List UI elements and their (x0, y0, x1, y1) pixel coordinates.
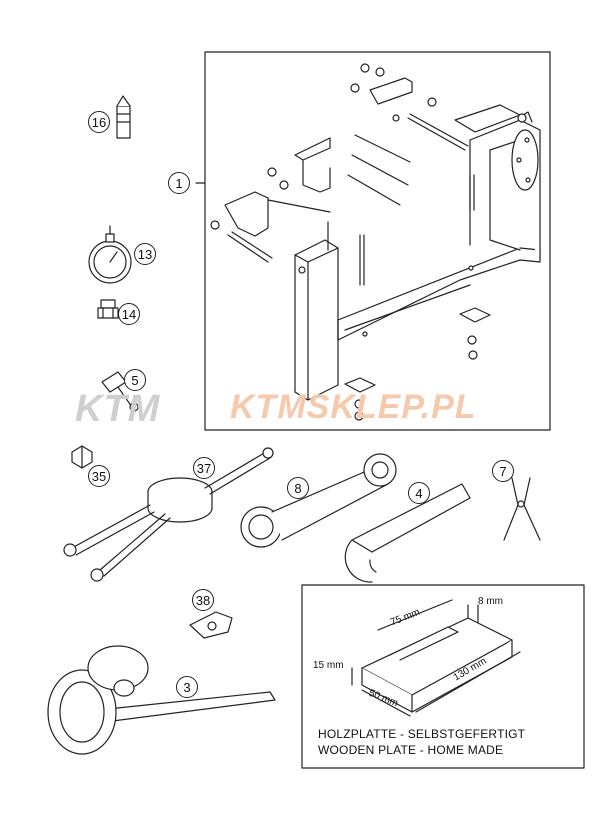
wooden-plate-note-en: WOODEN PLATE - HOME MADE (318, 743, 504, 757)
callout-37: 37 (193, 457, 215, 479)
callout-14: 14 (118, 303, 140, 325)
wooden-plate-note-de: HOLZPLATTE - SELBSTGEFERTIGT (318, 727, 526, 741)
plate-38 (189, 611, 233, 639)
callout-38: 38 (192, 589, 214, 611)
callout-13: 13 (134, 243, 156, 265)
callout-16: 16 (88, 111, 110, 133)
holder-37 (63, 447, 274, 582)
wooden-plate-box (301, 584, 585, 769)
callout-1: 1 (168, 172, 190, 194)
stand-brackets (224, 77, 413, 237)
dim-15mm: 15 mm (313, 660, 344, 671)
circlip-pliers-7 (503, 477, 541, 541)
engine-stand (294, 104, 541, 401)
callout-5: 5 (124, 369, 146, 391)
callout-4: 4 (408, 482, 430, 504)
tool-5 (101, 371, 139, 412)
holding-wrench-3 (47, 645, 276, 755)
threaded-rods (227, 113, 475, 286)
wooden-plate-drawing (351, 599, 521, 717)
nut-adapter-35 (71, 445, 93, 469)
hook-wrench-4 (344, 483, 471, 583)
callout-3: 3 (176, 676, 198, 698)
pin-wrench-8 (240, 453, 397, 548)
site-watermark: KTMSKLEP.PL (230, 388, 477, 426)
callout-7: 7 (492, 460, 514, 482)
nuts-and-washers (210, 63, 527, 421)
adapter-14 (97, 299, 119, 319)
tool-16 (116, 95, 131, 139)
dial-gauge-13 (88, 225, 132, 284)
callout-8: 8 (287, 477, 309, 499)
assembly-frame (204, 51, 551, 431)
ktm-logo-watermark: KTM (75, 388, 161, 430)
dim-8mm: 8 mm (478, 596, 503, 607)
callout-35: 35 (88, 465, 110, 487)
